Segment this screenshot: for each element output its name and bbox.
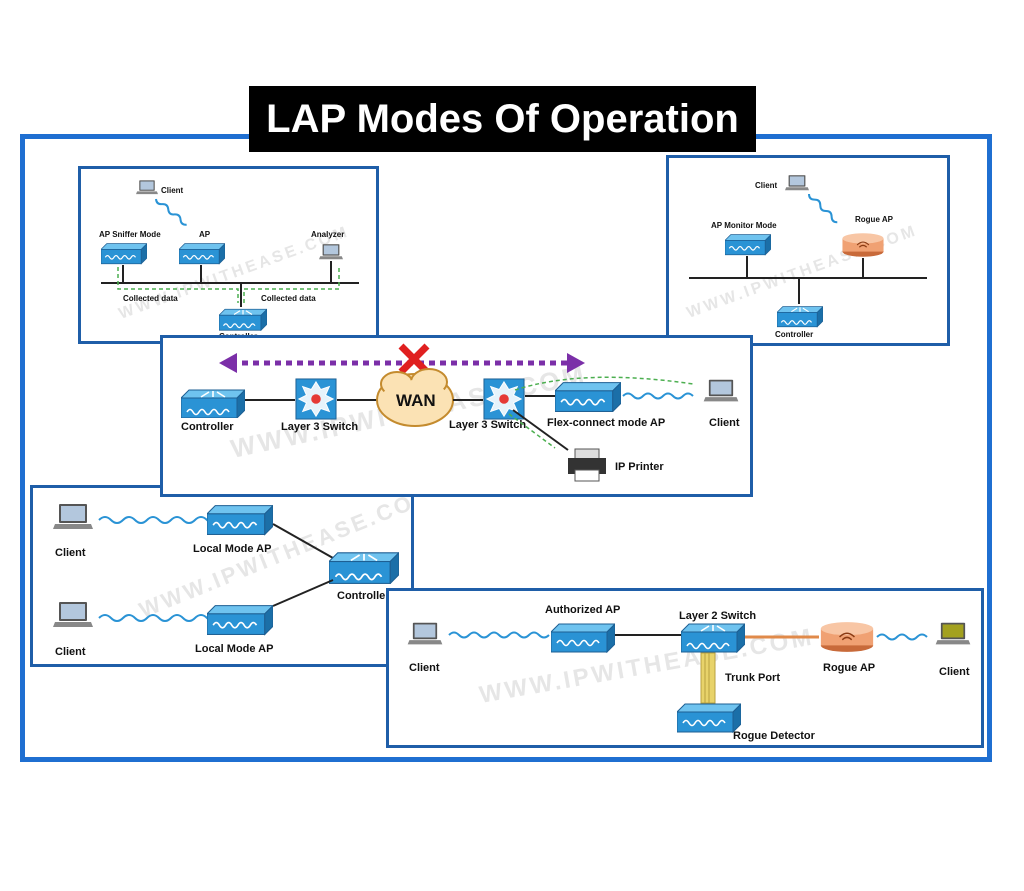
l3-switch-left-label: Layer 3 Switch	[281, 421, 358, 433]
ip-printer-icon	[567, 448, 607, 482]
trunk-port-label: Trunk Port	[725, 672, 780, 684]
wireless-link	[155, 198, 187, 226]
collected-data-label: Collected data	[261, 294, 316, 303]
wireless-link	[622, 392, 694, 400]
ap-label: AP	[199, 230, 211, 239]
l2-switch-label: Layer 2 Switch	[679, 610, 756, 622]
flex-connect-panel: WWW.IPWITHEASE.COM Controller Layer 3 Sw…	[160, 335, 753, 497]
page-title: LAP Modes Of Operation	[249, 86, 756, 152]
client-laptop-icon	[703, 379, 739, 402]
ap-sniffer-label: AP Sniffer Mode	[99, 230, 161, 239]
local-switching-path	[514, 376, 694, 391]
wan-cloud-icon	[376, 368, 454, 427]
controller-label: Controller	[337, 590, 390, 602]
collected-data-path	[117, 267, 239, 303]
ip-printer-label: IP Printer	[615, 461, 664, 473]
controller-icon	[777, 306, 823, 328]
analyzer-laptop-icon	[319, 244, 343, 260]
rogue-ap-icon	[841, 232, 885, 258]
rogue-ap-label: Rogue AP	[855, 215, 894, 224]
client-top-label: Client	[55, 547, 86, 559]
rogue-client-laptop-icon	[935, 622, 971, 645]
wan-label: WAN	[396, 391, 436, 410]
client-left-label: Client	[409, 662, 440, 674]
client-bottom-label: Client	[55, 646, 86, 658]
authorized-ap-icon	[551, 623, 615, 653]
client-label: Client	[161, 186, 184, 195]
ap-icon	[179, 243, 225, 265]
trunk-port-link	[700, 652, 716, 704]
ap-monitor-label: AP Monitor Mode	[711, 221, 777, 230]
local-ap-top-label: Local Mode AP	[193, 543, 271, 555]
client-laptop-icon	[407, 622, 443, 645]
client-laptop-icon	[785, 175, 809, 191]
monitor-mode-panel: WWW.IPWITHEASE.COM Client Rogue AP AP Mo…	[666, 155, 950, 346]
wireless-link	[876, 633, 928, 641]
local-mode-panel: WWW.IPWITHEASE.COM Client Local Mode AP …	[30, 481, 437, 667]
client-label: Client	[755, 181, 778, 190]
collected-data-path	[243, 265, 340, 303]
rogue-detector-ap-icon	[677, 703, 741, 733]
controller-icon	[329, 551, 399, 584]
local-ap-bottom-icon	[207, 604, 273, 636]
client-label: Client	[709, 417, 740, 429]
wireless-link	[808, 193, 838, 224]
sniffer-ap-icon	[101, 243, 147, 265]
flex-connect-ap-icon	[555, 381, 621, 412]
client-laptop-icon	[53, 602, 93, 627]
controller-label: Controller	[775, 330, 813, 339]
controller-icon	[219, 308, 267, 331]
client-laptop-icon	[53, 504, 93, 529]
layer2-switch-icon	[681, 623, 745, 653]
wireless-link	[98, 614, 220, 622]
rogue-ap-icon	[820, 621, 874, 653]
client-laptop-icon	[136, 180, 158, 195]
monitor-ap-icon	[725, 234, 771, 256]
link-line	[512, 409, 569, 451]
analyzer-label: Analyzer	[311, 230, 344, 239]
l3-switch-right-label: Layer 3 Switch	[449, 419, 526, 431]
rogue-detector-label: Rogue Detector	[733, 730, 816, 742]
local-ap-top-icon	[207, 504, 273, 536]
rogue-detector-panel: WWW.IPWITHEASE.COM Client Authorized AP …	[386, 588, 984, 748]
local-ap-bottom-label: Local Mode AP	[195, 643, 273, 655]
arrow-left-icon	[219, 353, 237, 373]
collected-data-label: Collected data	[123, 294, 178, 303]
flex-ap-label: Flex-connect mode AP	[547, 417, 665, 429]
client-right-label: Client	[939, 666, 970, 678]
controller-label: Controller	[181, 421, 234, 433]
sniffer-mode-panel: WWW.IPWITHEASE.COM Client AP Sniffer Mod…	[78, 166, 379, 344]
wireless-link	[448, 631, 550, 639]
rogue-ap-label: Rogue AP	[823, 662, 875, 674]
arrow-right-icon	[567, 353, 585, 373]
local-switching-path	[508, 413, 556, 449]
link-line	[272, 579, 334, 607]
wireless-link	[98, 516, 220, 524]
controller-icon	[181, 389, 245, 418]
broken-link-cross-icon	[398, 343, 430, 375]
authorized-ap-label: Authorized AP	[545, 604, 620, 616]
layer3-switch-left-icon	[295, 378, 337, 420]
link-line	[272, 523, 334, 559]
